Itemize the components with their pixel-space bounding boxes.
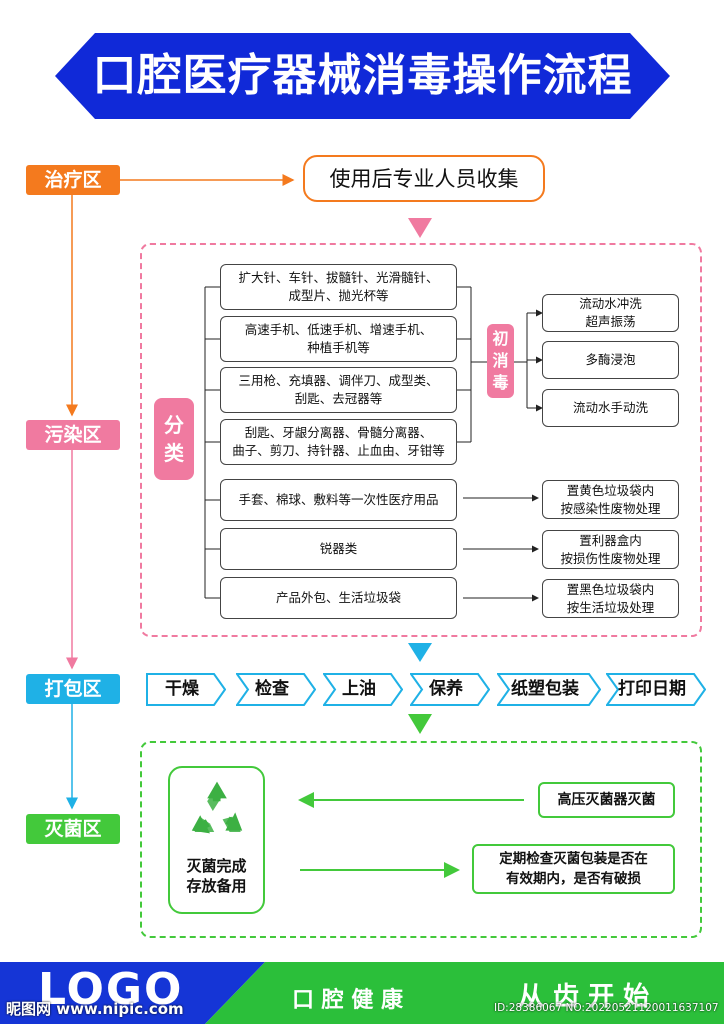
instrument-group: 刮匙、牙龈分离器、骨髓分离器、 曲子、剪刀、持针器、止血由、牙钳等 — [220, 419, 457, 465]
zone-sterilization: 灭菌区 — [26, 814, 120, 844]
autoclave-box: 高压灭菌器灭菌 — [538, 782, 675, 818]
classify-label: 分 类 — [154, 398, 194, 480]
recycle-icon — [191, 781, 243, 834]
instrument-group: 三用枪、充填器、调伴刀、成型类、 刮匙、去冠器等 — [220, 367, 457, 413]
instrument-group: 扩大针、车针、拔髓针、光滑髓针、 成型片、抛光杯等 — [220, 264, 457, 310]
packaging-step: 打印日期 — [606, 673, 706, 706]
packaging-step: 干燥 — [146, 673, 226, 706]
contamination-area — [140, 243, 702, 637]
page-title: 口腔医疗器械消毒操作流程 — [92, 50, 633, 101]
title-banner-shape — [55, 33, 670, 119]
instrument-group: 高速手机、低速手机、增速手机、 种植手机等 — [220, 316, 457, 362]
storage-box: 灭菌完成 存放备用 — [168, 766, 265, 914]
check-box: 定期检查灭菌包装是否在 有效期内，是否有破损 — [472, 844, 675, 894]
zone-contamination: 污染区 — [26, 420, 120, 450]
footer: LOGO 口 腔 健 康 从 齿 开 始 昵图网 www.nipic.com I… — [0, 962, 724, 1024]
watermark-id: ID:28386067 NO:20220521120011637107 — [494, 1002, 719, 1014]
waste-handling: 置利器盒内 按损伤性废物处理 — [542, 530, 679, 569]
zone-treatment: 治疗区 — [26, 165, 120, 195]
packaging-step: 纸塑包装 — [497, 673, 601, 706]
collect-box: 使用后专业人员收集 — [303, 155, 545, 202]
packaging-step: 保养 — [410, 673, 490, 706]
logo-text: LOGO — [38, 964, 184, 1015]
sterilization-area — [140, 741, 702, 938]
waste-item: 锐器类 — [220, 528, 457, 570]
footer-shape — [0, 962, 724, 1024]
waste-item: 手套、棉球、敷料等一次性医疗用品 — [220, 479, 457, 521]
disinfection-method: 流动水冲洗 超声振荡 — [542, 294, 679, 332]
waste-handling: 置黑色垃圾袋内 按生活垃圾处理 — [542, 579, 679, 618]
disinfection-method: 多酶浸泡 — [542, 341, 679, 379]
packaging-step: 上油 — [323, 673, 403, 706]
disinfection-method: 流动水手动洗 — [542, 389, 679, 427]
watermark-site: 昵图网 www.nipic.com — [6, 1000, 184, 1018]
slogan-left: 口 腔 健 康 — [292, 988, 403, 1013]
slogan-right: 从 齿 开 始 — [518, 982, 650, 1012]
title-banner: 口腔医疗器械消毒操作流程 — [55, 33, 670, 119]
packaging-step: 检查 — [236, 673, 316, 706]
storage-text: 灭菌完成 存放备用 — [186, 857, 247, 895]
waste-item: 产品外包、生活垃圾袋 — [220, 577, 457, 619]
initial-disinfection-label: 初 消 毒 — [487, 324, 514, 398]
zone-packaging: 打包区 — [26, 674, 120, 704]
waste-handling: 置黄色垃圾袋内 按感染性废物处理 — [542, 480, 679, 519]
